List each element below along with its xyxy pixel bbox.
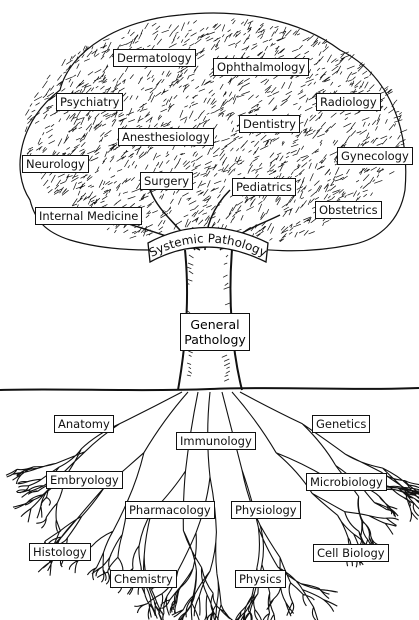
label-immunology: Immunology	[176, 432, 256, 450]
label-physics: Physics	[235, 570, 286, 588]
label-obstetrics: Obstetrics	[315, 201, 382, 219]
label-physiology: Physiology	[231, 501, 301, 519]
label-gynecology: Gynecology	[337, 147, 413, 165]
label-pharmacology: Pharmacology	[125, 501, 215, 519]
label-microbiology: Microbiology	[306, 473, 387, 491]
label-dermatology: Dermatology	[113, 49, 196, 67]
label-embryology: Embryology	[46, 471, 123, 489]
label-pediatrics: Pediatrics	[232, 178, 296, 196]
label-surgery: Surgery	[140, 172, 194, 190]
general-pathology-line1: General	[190, 317, 240, 332]
label-neurology: Neurology	[22, 155, 89, 173]
general-pathology-box: General Pathology	[180, 313, 250, 351]
ground-line	[0, 387, 419, 392]
label-chemistry: Chemistry	[110, 570, 177, 588]
label-anatomy: Anatomy	[54, 415, 114, 433]
general-pathology-line2: Pathology	[184, 332, 246, 347]
label-genetics: Genetics	[312, 415, 371, 433]
main-branches	[99, 189, 281, 251]
label-dentistry: Dentistry	[239, 115, 300, 133]
label-ophthalmology: Ophthalmology	[213, 58, 310, 76]
label-psychiatry: Psychiatry	[56, 93, 124, 111]
label-histology: Histology	[29, 543, 91, 561]
label-internal-medicine: Internal Medicine	[35, 207, 143, 225]
label-radiology: Radiology	[316, 93, 381, 111]
label-cell-biology: Cell Biology	[313, 544, 389, 562]
label-anesthesiology: Anesthesiology	[118, 128, 214, 146]
